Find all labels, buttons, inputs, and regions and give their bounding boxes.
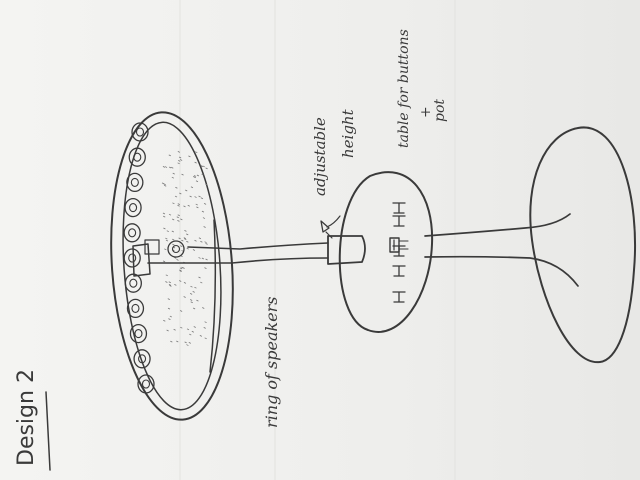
speaker-icon <box>126 298 145 319</box>
label-height: height <box>339 109 357 158</box>
button-1 <box>392 202 406 214</box>
notebook-rules <box>179 0 456 480</box>
speaker-icon <box>128 147 146 167</box>
page-title: Design 2 <box>14 369 39 466</box>
speaker-icon <box>133 349 151 369</box>
pot-knob <box>389 237 409 253</box>
center-unit <box>132 239 185 277</box>
dish-shading <box>161 151 208 346</box>
speaker-icon <box>137 374 155 394</box>
button-group <box>389 202 409 303</box>
button-2 <box>392 215 406 227</box>
button-3 <box>392 265 406 277</box>
label-ring-of-speakers: ring of speakers <box>262 296 281 428</box>
speaker-icon <box>123 248 141 268</box>
label-table-for-buttons: table for buttons <box>396 29 412 148</box>
height-sleeve <box>320 215 366 265</box>
speaker-ring <box>123 122 155 394</box>
button-table <box>338 171 434 333</box>
speaker-icon <box>126 172 144 193</box>
title-underline <box>45 391 51 471</box>
speaker-dish <box>110 111 234 421</box>
button-4 <box>392 291 406 303</box>
lamp-base <box>529 126 636 364</box>
label-pot: pot <box>432 98 448 122</box>
support-arm <box>147 242 329 264</box>
main-pole <box>424 213 579 287</box>
speaker-icon <box>123 223 141 243</box>
speaker-icon <box>124 273 142 293</box>
speaker-icon <box>124 197 142 218</box>
speaker-icon <box>129 323 148 344</box>
label-adjustable: adjustable <box>311 117 329 196</box>
speaker-icon <box>131 122 149 142</box>
